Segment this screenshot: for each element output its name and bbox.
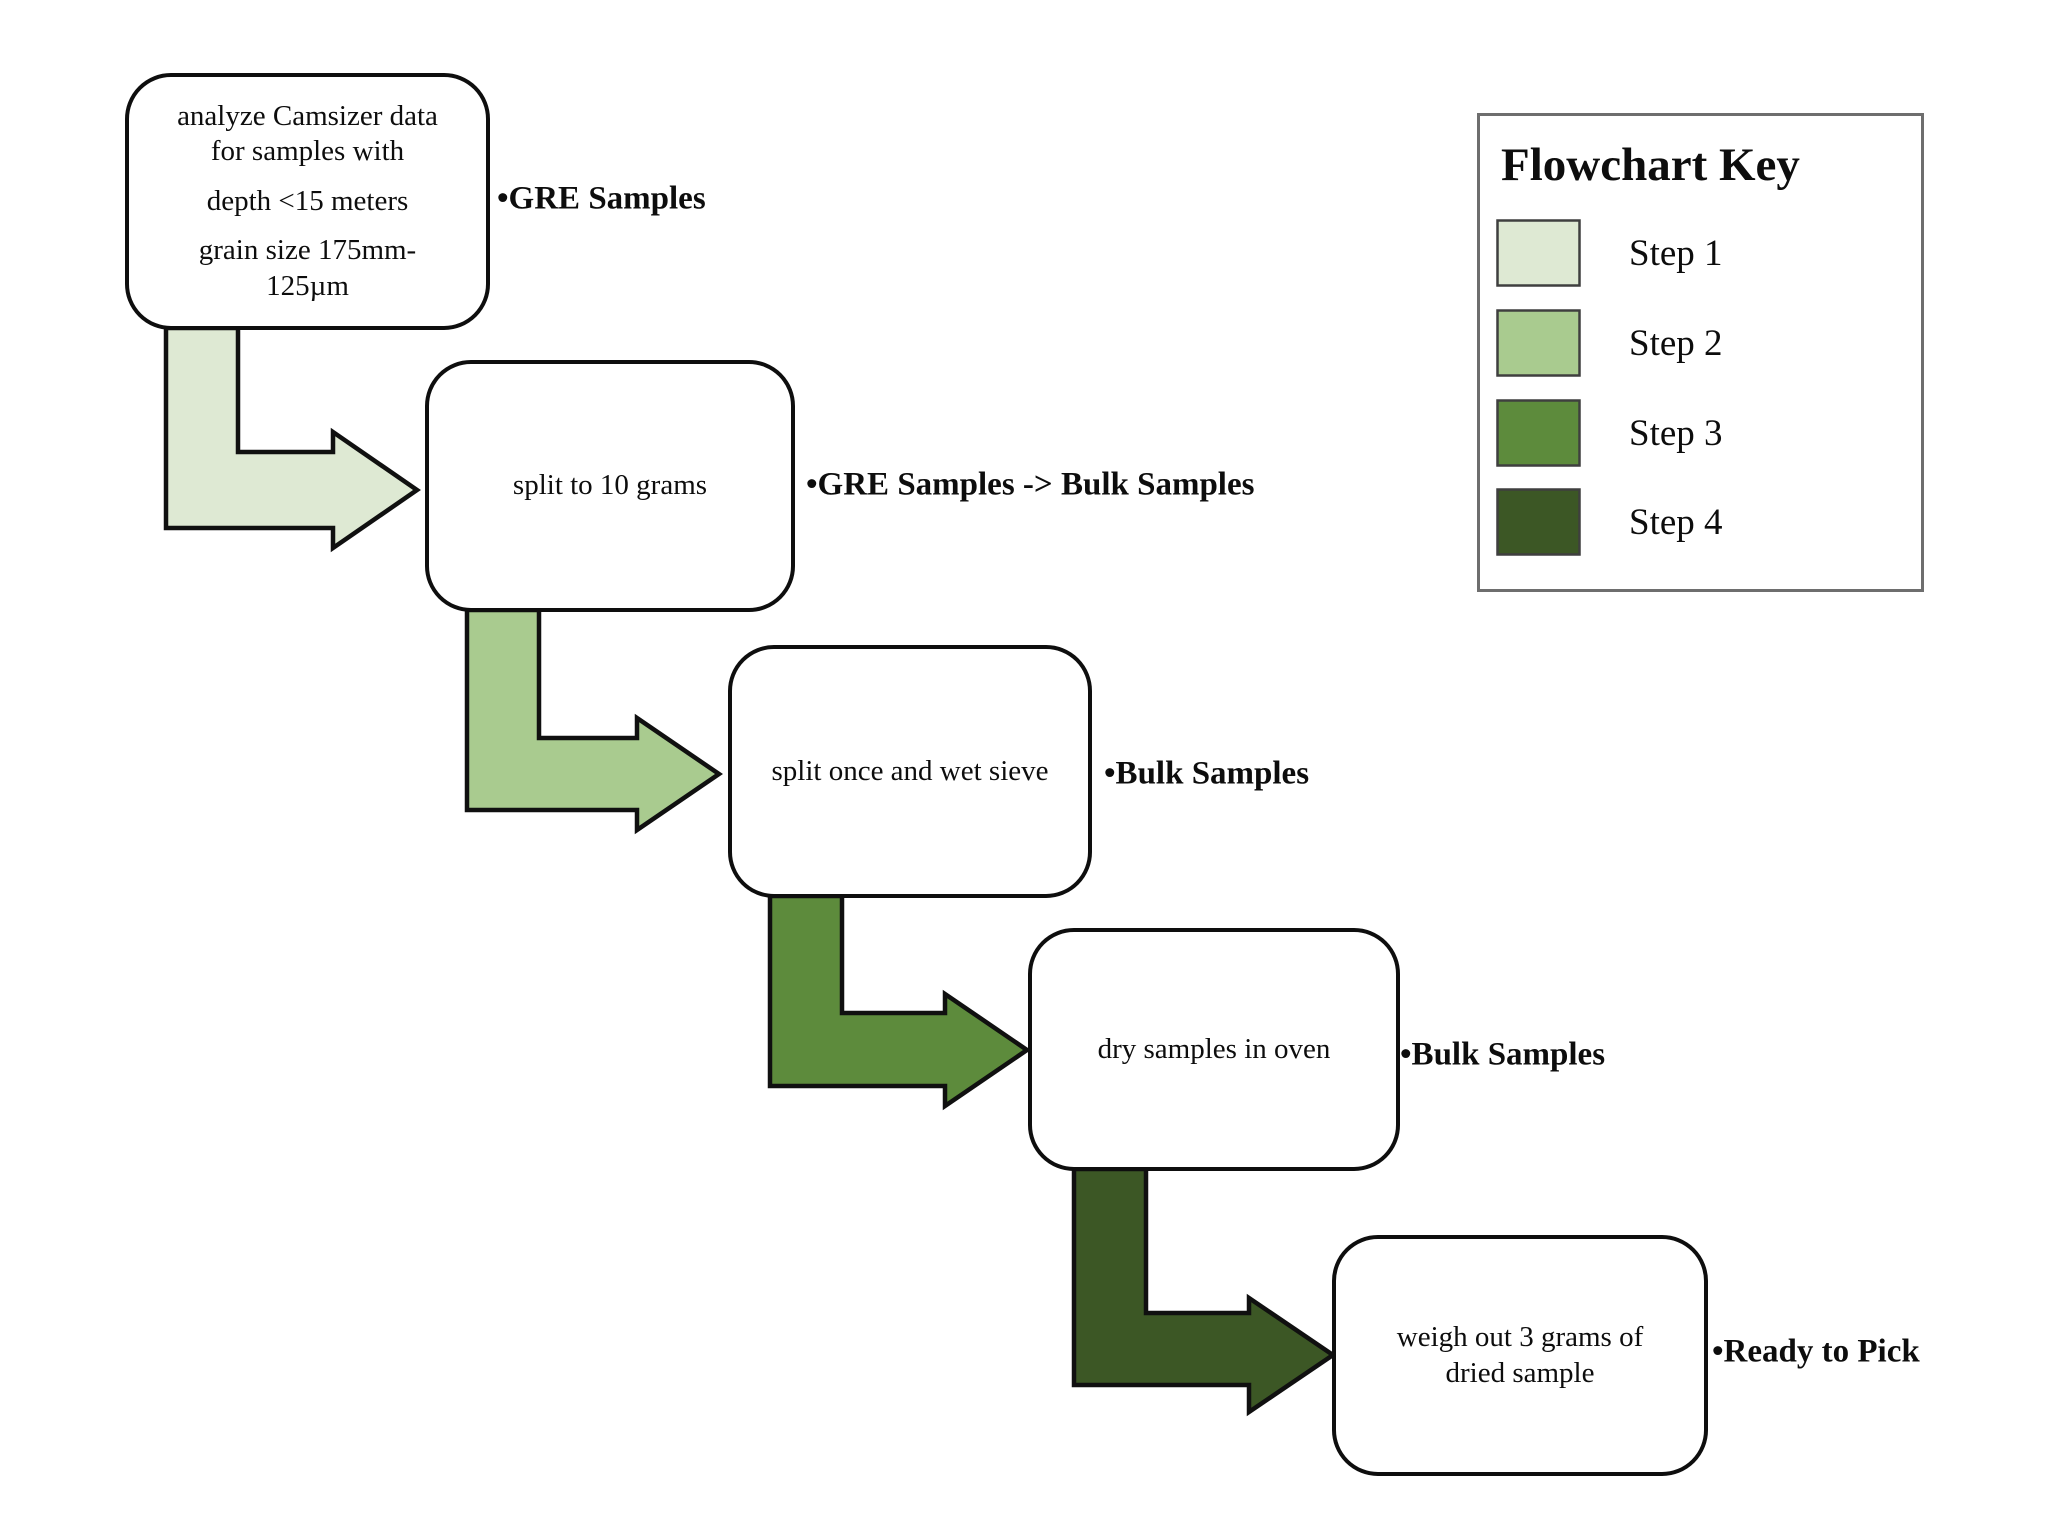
legend-swatch-step-2-icon <box>1496 309 1581 377</box>
legend-label-step-3: Step 3 <box>1629 412 1723 454</box>
legend-label-step-2: Step 2 <box>1629 322 1723 364</box>
legend-swatch-step-4-icon <box>1496 488 1581 556</box>
flow-box-split-once-wet-sieve: split once and wet sieve <box>728 645 1092 898</box>
flow-label-bulk-samples-2: •Bulk Samples <box>1400 1036 1606 1073</box>
legend-label-step-1: Step 1 <box>1629 232 1723 274</box>
elbow-arrow-step-3-icon <box>767 893 1031 1111</box>
flow-label-gre-samples: •GRE Samples <box>497 180 706 217</box>
flow-box-dry-samples-in-oven: dry samples in oven <box>1028 928 1400 1171</box>
flow-label-gre-to-bulk-samples: •GRE Samples -> Bulk Samples <box>806 466 1255 503</box>
elbow-arrow-step-4-icon <box>1071 1166 1338 1417</box>
flow-box-split-to-10-grams: split to 10 grams <box>425 360 795 612</box>
elbow-arrow-step-2-icon <box>464 607 723 835</box>
box-text-line: grain size 175mm-125µm <box>198 234 417 302</box>
legend-title: Flowchart Key <box>1501 139 1800 191</box>
legend-row-step-1: Step 1 <box>1496 219 1723 287</box>
legend-label-step-4: Step 4 <box>1629 501 1723 543</box>
box-text-line: weigh out 3 grams of dried sample <box>1396 1321 1644 1389</box>
flow-box-weigh-out-3-grams: weigh out 3 grams of dried sample <box>1332 1235 1708 1476</box>
box-text-line: split once and wet sieve <box>771 754 1049 787</box>
flow-box-analyze-camsizer-data: analyze Camsizer data for samples with d… <box>125 73 490 330</box>
legend-swatch-step-3-icon <box>1496 399 1581 467</box>
flow-label-bulk-samples: •Bulk Samples <box>1104 755 1310 792</box>
flow-label-ready-to-pick: •Ready to Pick <box>1712 1333 1920 1370</box>
box-text-line: split to 10 grams <box>512 469 708 502</box>
legend-row-step-3: Step 3 <box>1496 399 1723 467</box>
legend-swatch-step-1-icon <box>1496 219 1581 287</box>
box-text-line: analyze Camsizer data for samples with <box>177 100 438 168</box>
legend-row-step-2: Step 2 <box>1496 309 1723 377</box>
legend-row-step-4: Step 4 <box>1496 488 1723 556</box>
flowchart-key-legend: Flowchart Key Step 1 Step 2 Step 3 Step … <box>1477 113 1924 592</box>
elbow-arrow-step-1-icon <box>163 325 421 553</box>
box-text-line: dry samples in oven <box>1097 1032 1331 1065</box>
box-text-line: depth <15 meters <box>206 184 409 217</box>
